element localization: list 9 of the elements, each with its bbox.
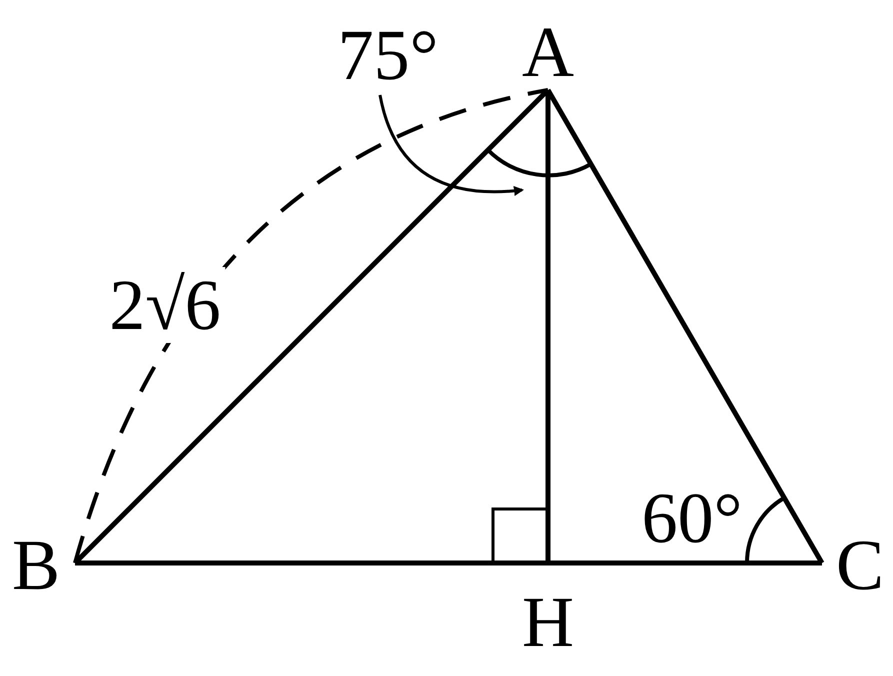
vertex-label: C (836, 529, 884, 601)
vertex-label: B (12, 529, 60, 601)
vertex-label: A (522, 16, 574, 88)
line-segment (548, 560, 822, 566)
line-segment (75, 560, 548, 566)
angle-label: 60° (642, 482, 742, 554)
line-segment (546, 88, 824, 564)
vertex-label: H (522, 586, 574, 658)
angle-label: 75° (338, 19, 438, 91)
